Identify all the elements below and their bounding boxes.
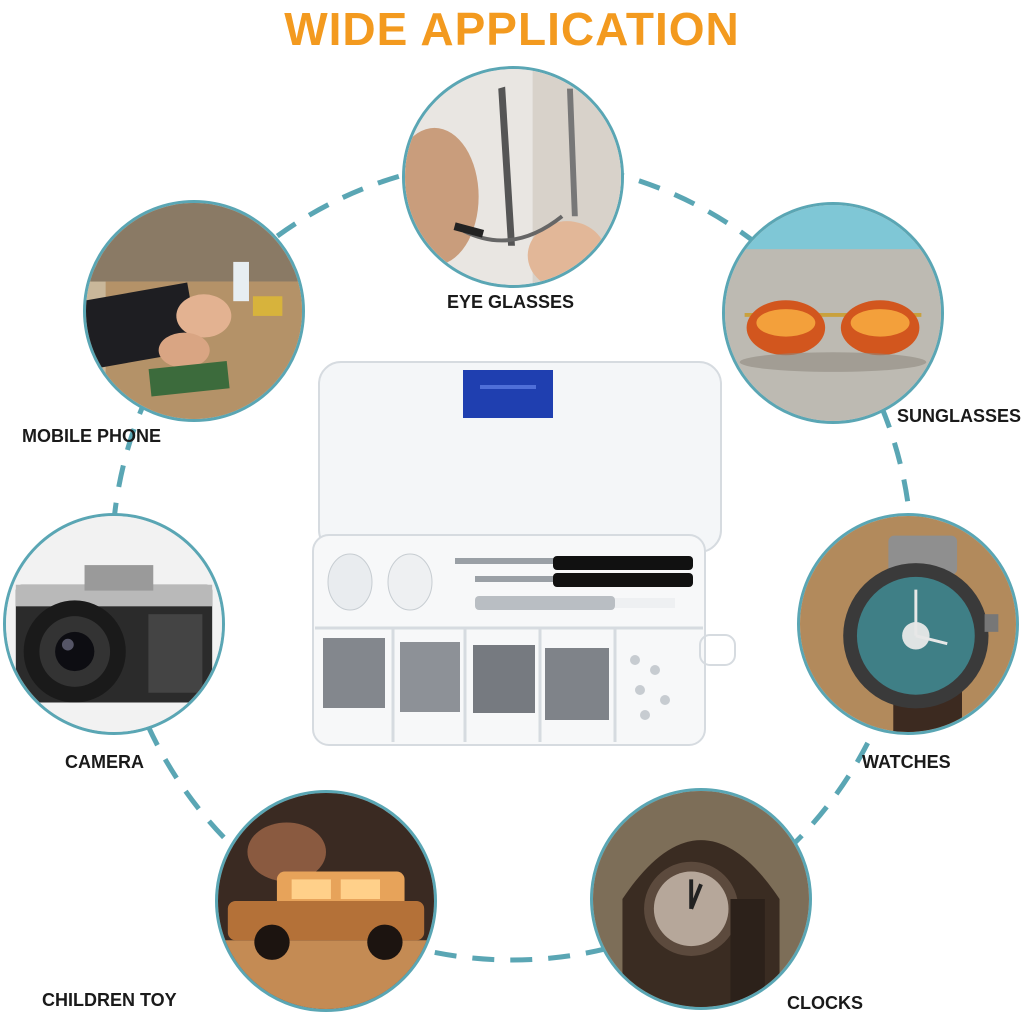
sunglasses-photo-icon [725,205,941,421]
sunglasses-label: SUNGLASSES [897,406,1022,426]
camera-label: CAMERA [65,752,144,772]
phone-repair-photo-icon [86,203,302,419]
camera-image [3,513,225,735]
mobile-phone-image [83,200,305,422]
children-toy-image [215,790,437,1012]
eyeglasses-label: EYE GLASSES [447,292,575,312]
camera-photo-icon [6,516,222,732]
eyeglasses-repair-photo-icon [405,69,621,285]
children-toy-label: CHILDREN TOY [42,990,177,1010]
page-title: WIDE APPLICATION [284,3,740,55]
watches-label: WATCHES [862,752,951,772]
toy-car-photo-icon [218,793,434,1009]
clocks-label: CLOCKS [787,993,863,1013]
watches-image [797,513,1019,735]
clock-photo-icon [593,791,809,1007]
watch-photo-icon [800,516,1016,732]
mobile-phone-label: MOBILE PHONE [22,426,162,446]
sunglasses-image [722,202,944,424]
clocks-image [590,788,812,1010]
screw-kit-box-photo-icon [312,361,736,746]
eyeglasses-image [402,66,624,288]
